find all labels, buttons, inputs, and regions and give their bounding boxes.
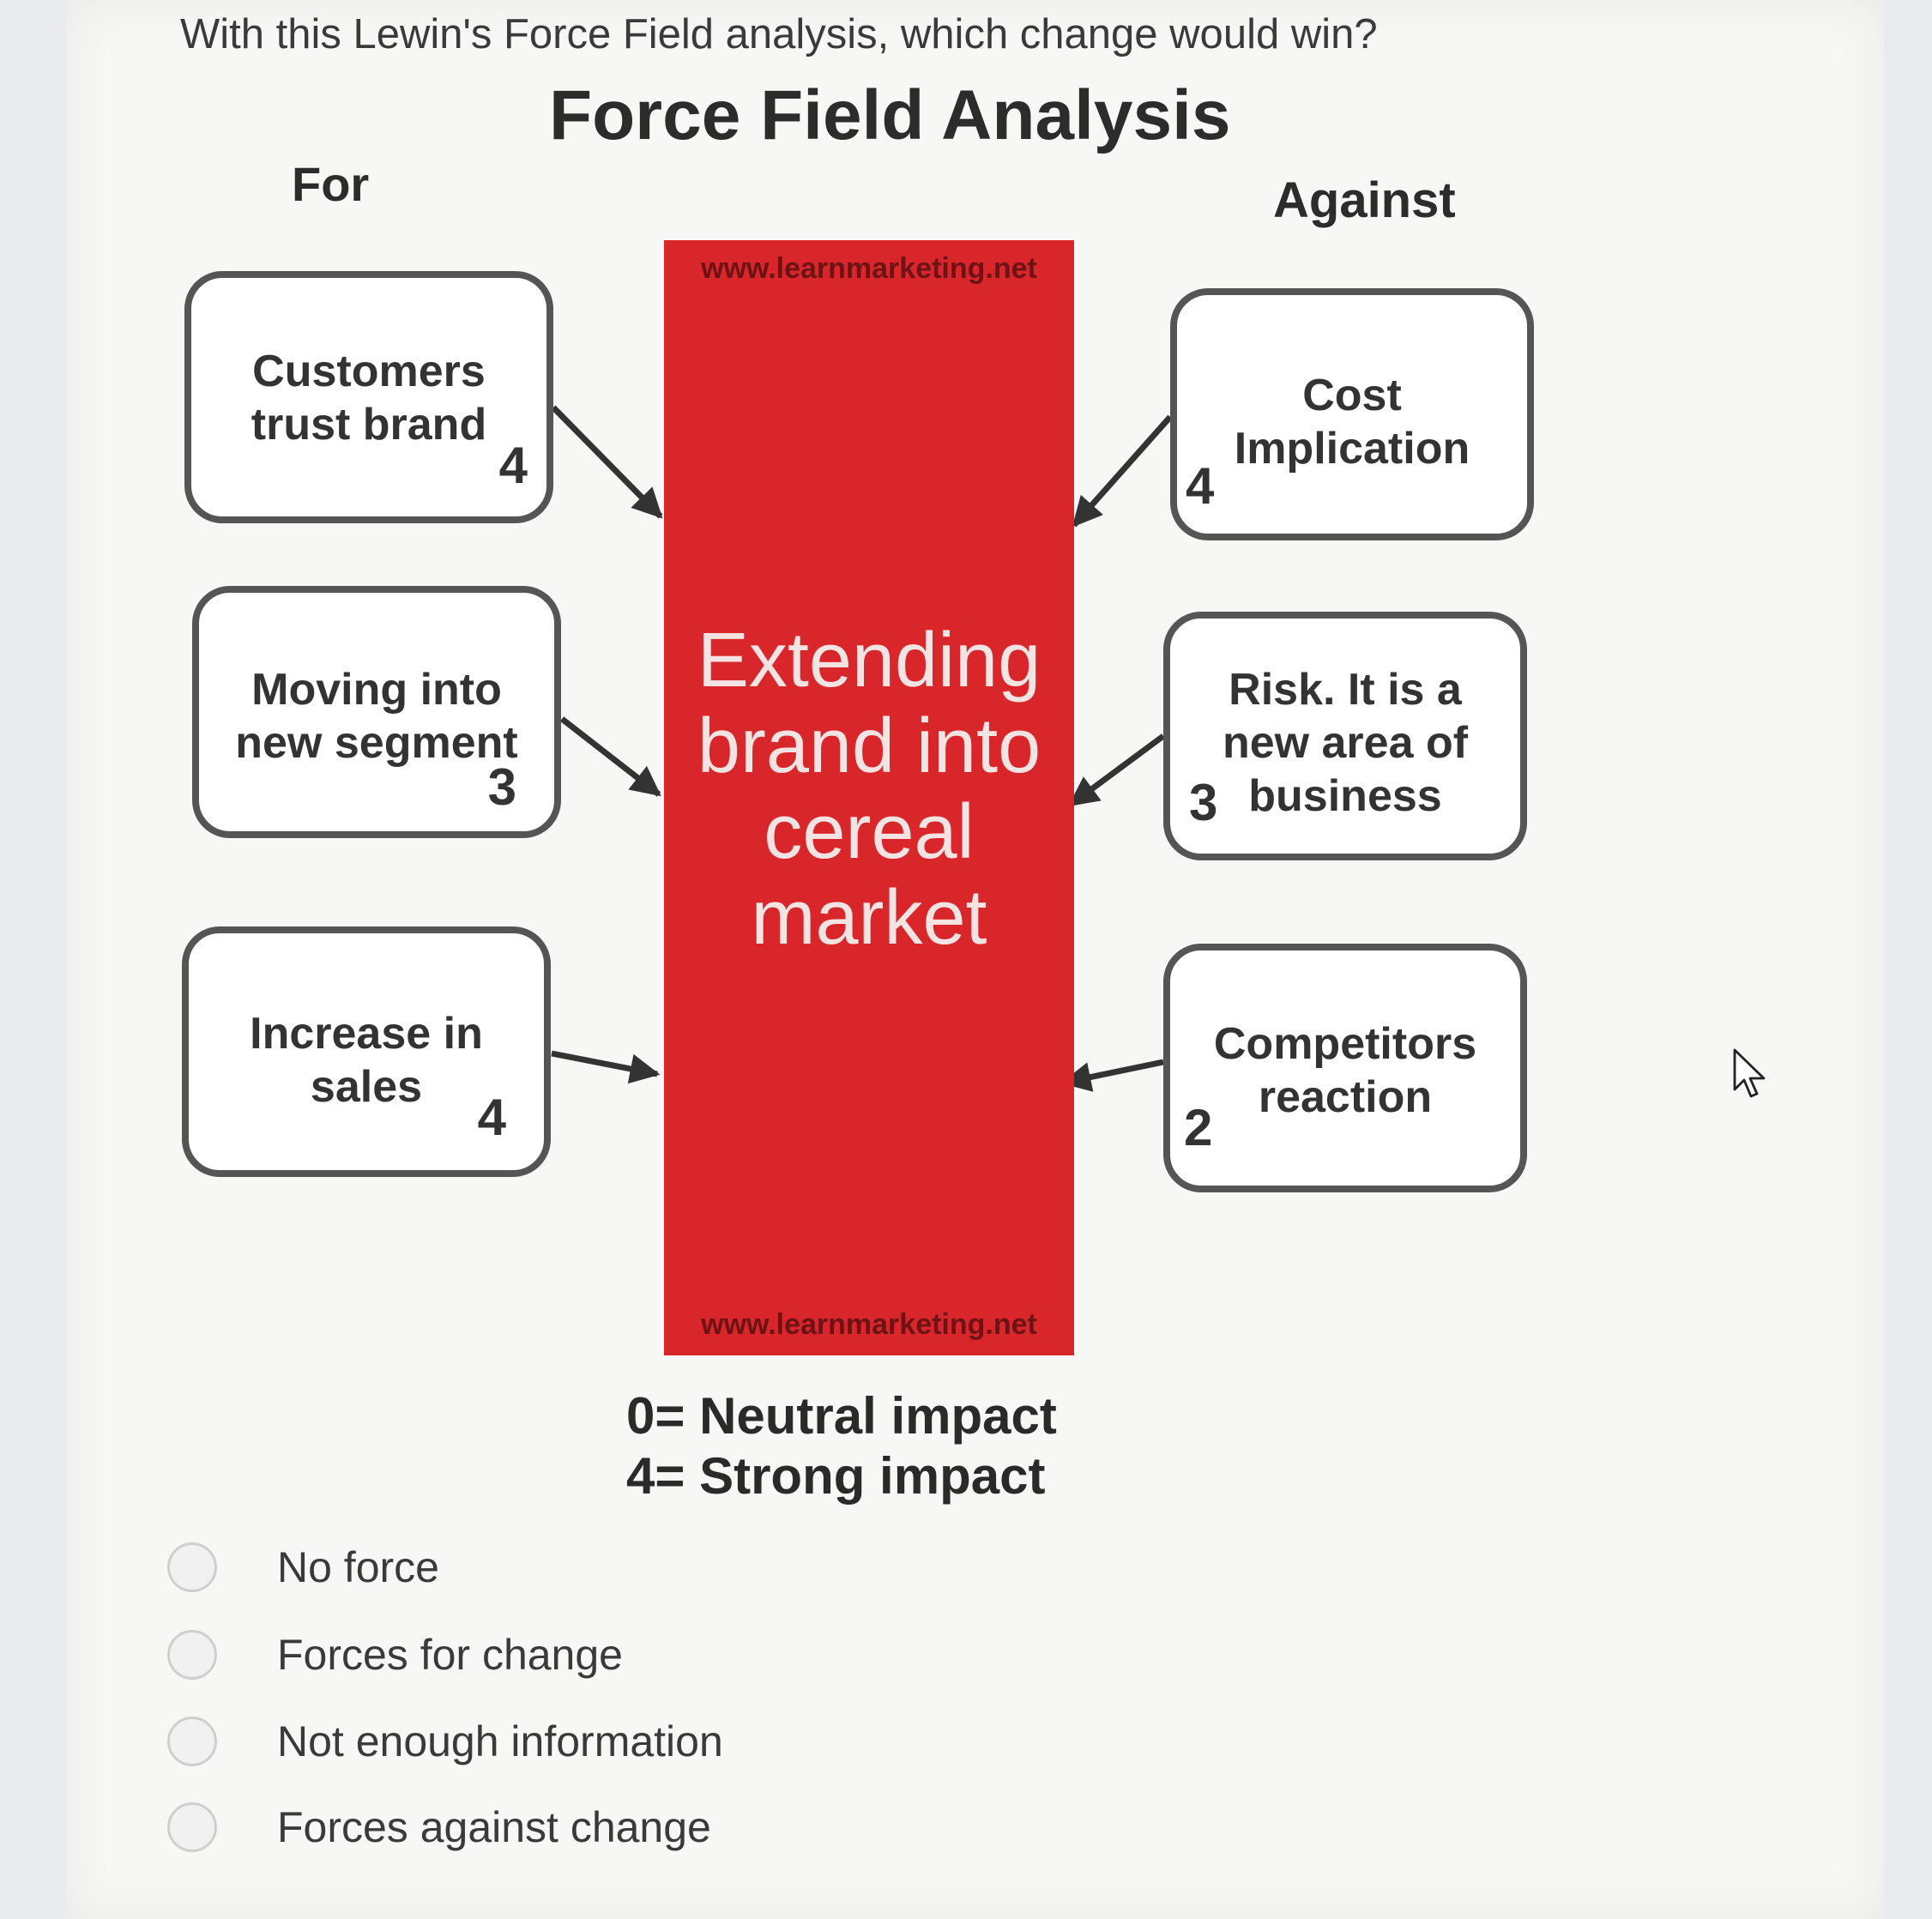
against-column-label: Against xyxy=(1273,172,1456,228)
force-field-diagram: Force Field Analysis For Against Custome… xyxy=(182,76,1534,1506)
radio-button-icon[interactable] xyxy=(167,1717,217,1766)
force-for-score: 4 xyxy=(477,1089,506,1146)
watermark-top: www.learnmarketing.net xyxy=(701,252,1037,285)
radio-button-icon[interactable] xyxy=(167,1542,217,1592)
force-for-label: Moving into new segment xyxy=(235,665,518,768)
force-against-score: 3 xyxy=(1189,774,1218,831)
option-label: Not enough information xyxy=(277,1717,723,1765)
force-for-box-1: Customers trust brand 4 xyxy=(184,271,553,523)
arrow-for-2 xyxy=(559,716,661,797)
force-for-box-2: Moving into new segment 3 xyxy=(192,586,561,838)
force-against-label: Risk. It is a new area of business xyxy=(1222,665,1469,821)
option-label: Forces against change xyxy=(277,1803,711,1851)
change-label: Extending brand into cereal market xyxy=(697,618,1041,961)
change-block: www.learnmarketing.net Extending brand i… xyxy=(664,240,1074,1355)
force-for-score: 3 xyxy=(487,758,516,816)
force-for-score: 4 xyxy=(498,437,528,494)
answer-option-not-enough-information[interactable]: Not enough information xyxy=(167,1714,723,1769)
force-for-label: Customers trust brand xyxy=(251,347,487,450)
answer-option-no-force[interactable]: No force xyxy=(167,1540,439,1595)
force-against-label: Competitors reaction xyxy=(1213,1019,1477,1122)
force-arrows xyxy=(551,405,1173,1092)
option-label: No force xyxy=(277,1543,439,1591)
answer-option-forces-against-change[interactable]: Forces against change xyxy=(167,1800,711,1855)
watermark-bottom: www.learnmarketing.net xyxy=(701,1308,1037,1341)
arrow-against-1 xyxy=(1072,414,1173,528)
force-against-score: 2 xyxy=(1184,1099,1213,1156)
force-against-box-3: Competitors reaction 2 xyxy=(1163,944,1527,1192)
radio-button-icon[interactable] xyxy=(167,1802,217,1852)
arrow-against-3 xyxy=(1060,1059,1164,1092)
impact-legend: 0= Neutral impact 4= Strong impact xyxy=(626,1386,1057,1506)
arrow-against-2 xyxy=(1068,733,1166,807)
arrow-for-3 xyxy=(551,1050,661,1084)
force-against-label: Cost Implication xyxy=(1234,371,1470,474)
force-for-box-3: Increase in sales 4 xyxy=(182,926,551,1177)
diagram-title: Force Field Analysis xyxy=(549,76,1231,154)
force-against-box-2: Risk. It is a new area of business 3 xyxy=(1163,612,1527,860)
mouse-pointer-icon xyxy=(1733,1048,1766,1098)
for-column-label: For xyxy=(292,157,370,211)
force-against-box-1: Cost Implication 4 xyxy=(1170,288,1534,540)
question-text: With this Lewin's Force Field analysis, … xyxy=(180,11,1378,57)
answer-option-forces-for-change[interactable]: Forces for change xyxy=(167,1627,623,1682)
force-against-score: 4 xyxy=(1186,457,1215,515)
arrow-for-1 xyxy=(551,405,663,519)
legend-line: 4= Strong impact xyxy=(626,1447,1046,1505)
option-label: Forces for change xyxy=(277,1631,623,1679)
radio-button-icon[interactable] xyxy=(167,1630,217,1680)
force-for-label: Increase in sales xyxy=(250,1009,483,1112)
legend-line: 0= Neutral impact xyxy=(626,1387,1057,1445)
